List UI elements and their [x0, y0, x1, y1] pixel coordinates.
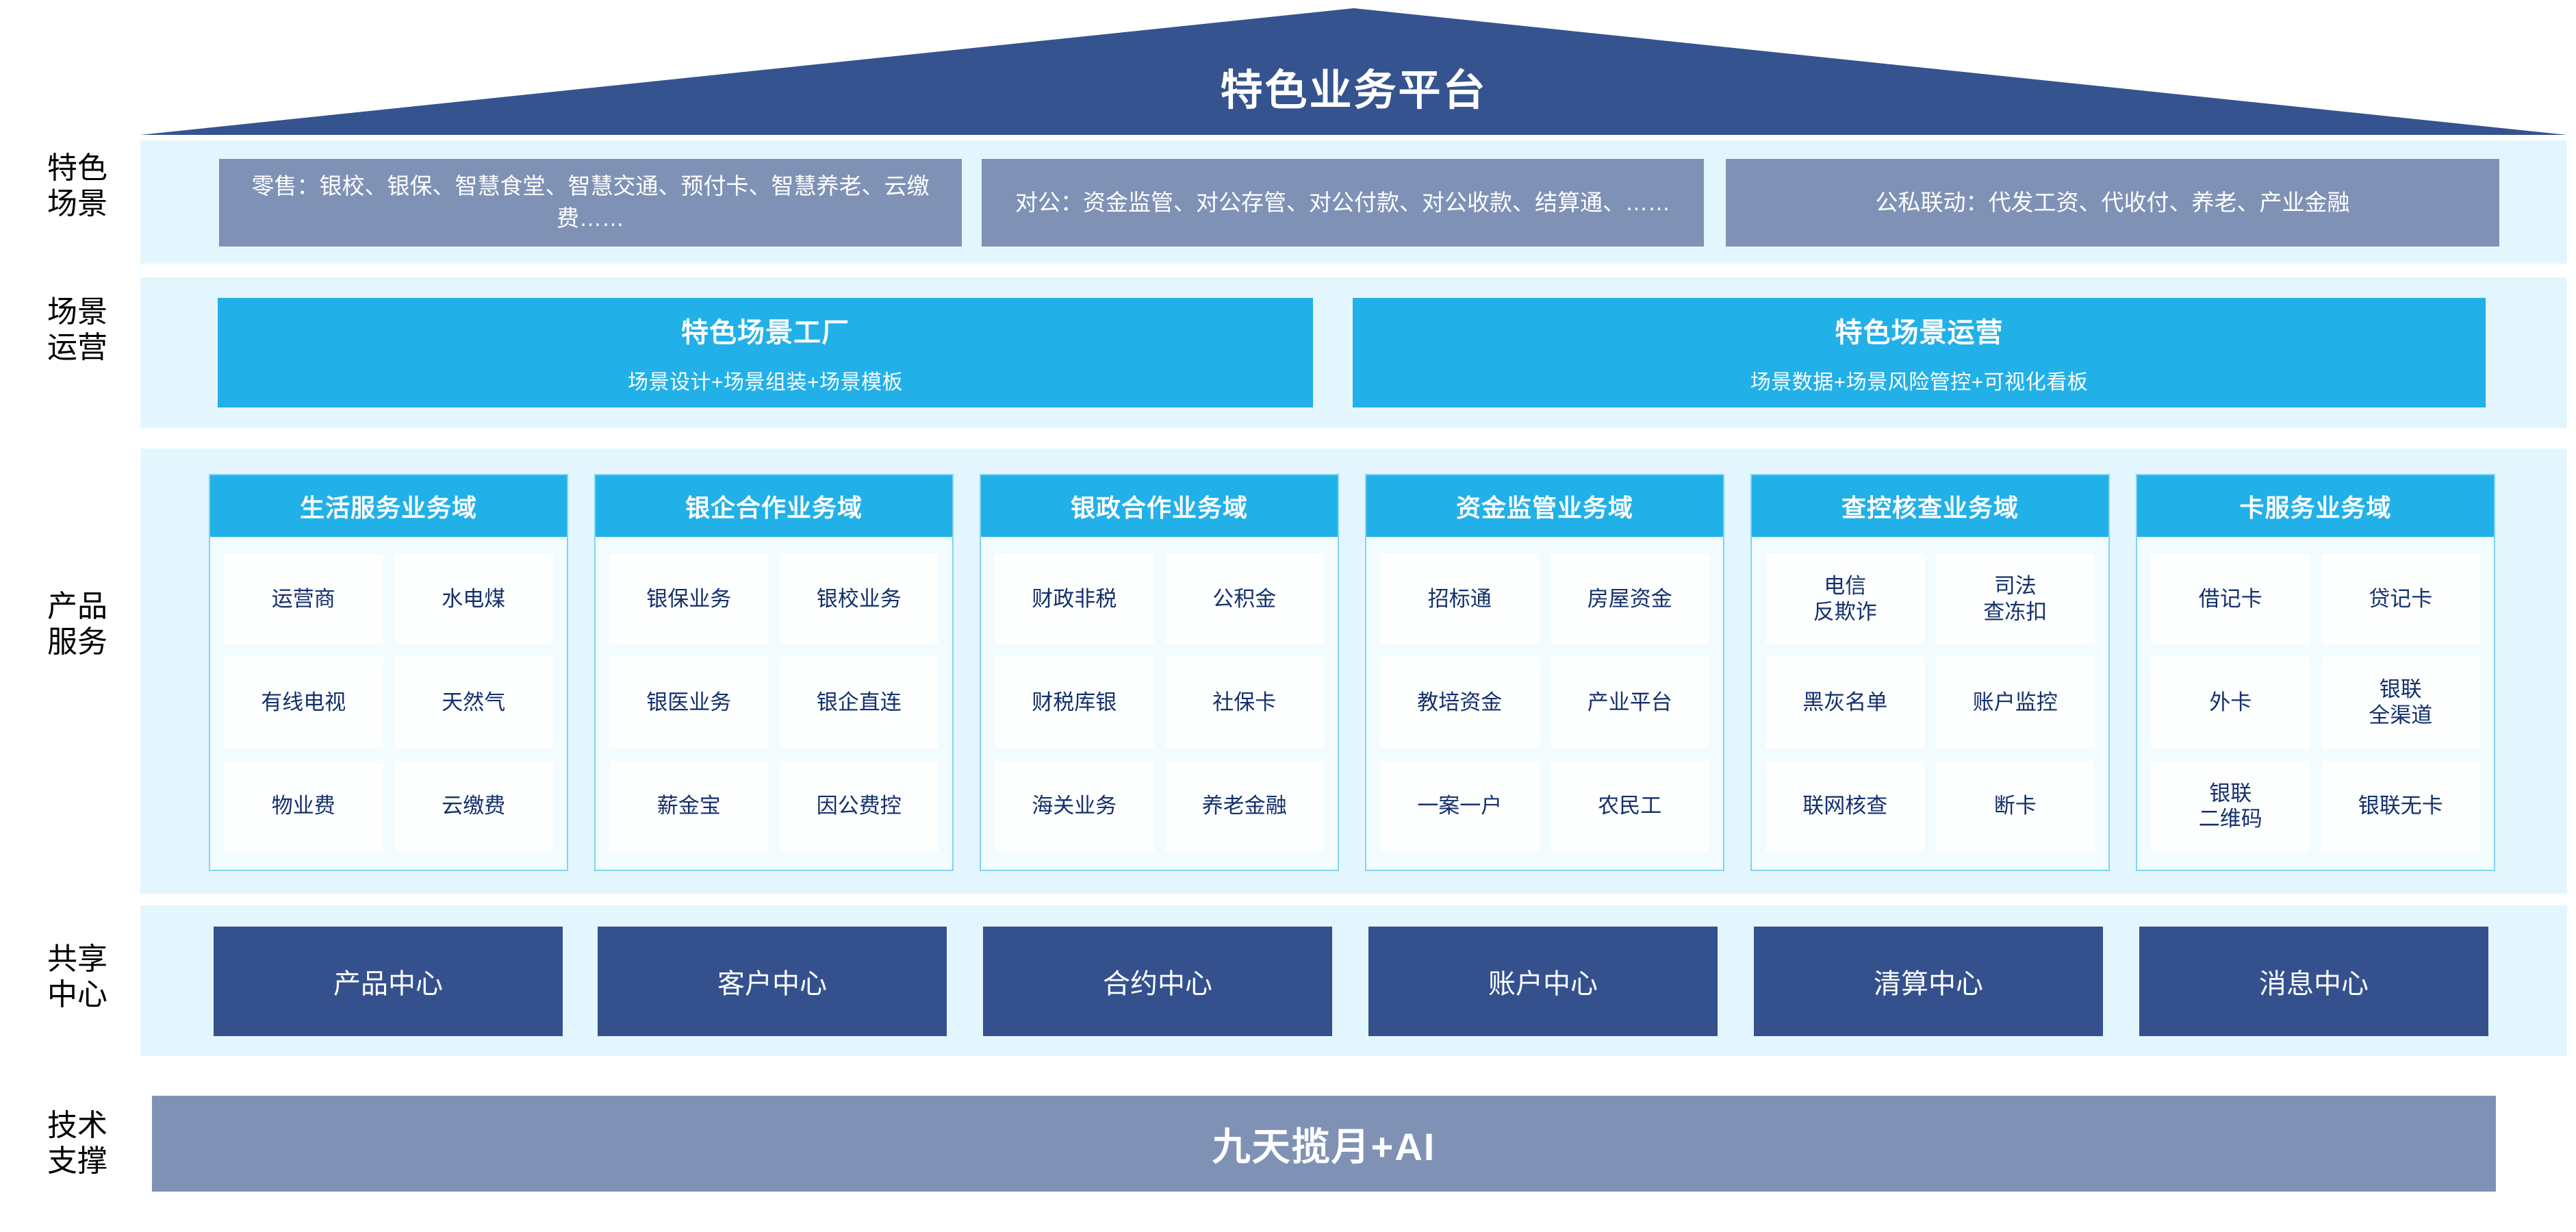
domain-cell[interactable]: 水电煤 — [394, 553, 553, 645]
scenario-box-linkage: 公私联动：代发工资、代收付、养老、产业金融 — [1726, 159, 2499, 247]
domain-cell[interactable]: 外卡 — [2151, 657, 2310, 749]
scenario-box-retail: 零售：银校、银保、智慧食堂、智慧交通、预付卡、智慧养老、云缴费…… — [219, 159, 962, 247]
domain-title-card-service: 卡服务业务域 — [2137, 475, 2494, 537]
shared-center-contract[interactable]: 合约中心 — [983, 927, 1332, 1036]
scenario-box-linkage-text: 公私联动：代发工资、代收付、养老、产业金融 — [1875, 189, 2350, 215]
domain-cell[interactable]: 运营商 — [224, 553, 383, 645]
page-title: 特色业务平台 — [1220, 67, 1488, 114]
operation-factory-title: 特色场景工厂 — [681, 318, 850, 348]
row-label-scenario: 特色 场景 — [47, 151, 107, 221]
domain-cell[interactable]: 银联 二维码 — [2151, 760, 2310, 852]
platform-roof-banner: 特色业务平台 — [140, 8, 2567, 135]
domain-cell[interactable]: 招标通 — [1380, 553, 1540, 645]
domain-cell[interactable]: 断卡 — [1935, 760, 2095, 852]
scenario-box-retail-text: 零售：银校、银保、智慧食堂、智慧交通、预付卡、智慧养老、云缴费…… — [251, 173, 930, 231]
shared-center-message[interactable]: 消息中心 — [2139, 927, 2488, 1036]
domain-title-bank-government: 银政合作业务域 — [981, 475, 1338, 537]
tech-support-bar: 九天揽月+AI — [152, 1096, 2496, 1192]
domain-cell[interactable]: 教培资金 — [1380, 657, 1540, 749]
operation-factory-subtitle: 场景设计+场景组装+场景模板 — [627, 371, 904, 394]
shared-center-account[interactable]: 账户中心 — [1368, 927, 1718, 1036]
domain-cell[interactable]: 黑灰名单 — [1765, 657, 1925, 749]
domain-column-card-service: 卡服务业务域 借记卡 贷记卡 外卡 银联 全渠道 银联 二维码 银联无卡 — [2136, 474, 2495, 871]
domain-cell[interactable]: 银保业务 — [609, 553, 769, 645]
domain-cell[interactable]: 产业平台 — [1550, 657, 1709, 749]
domain-cells-investigation: 电信 反欺诈 司法 查冻扣 黑灰名单 账户监控 联网核查 断卡 — [1752, 537, 2108, 870]
operation-operations-subtitle: 场景数据+场景风险管控+可视化看板 — [1750, 371, 2089, 394]
domain-cell[interactable]: 物业费 — [224, 760, 383, 852]
domain-cell[interactable]: 银联无卡 — [2321, 760, 2480, 852]
domain-cell[interactable]: 账户监控 — [1935, 657, 2095, 749]
domain-cell[interactable]: 天然气 — [394, 657, 553, 749]
domain-cell[interactable]: 银校业务 — [779, 553, 939, 645]
domain-column-fund-supervision: 资金监管业务域 招标通 房屋资金 教培资金 产业平台 一案一户 农民工 — [1365, 474, 1724, 871]
domain-cells-card-service: 借记卡 贷记卡 外卡 银联 全渠道 银联 二维码 银联无卡 — [2137, 537, 2494, 870]
domain-cell[interactable]: 司法 查冻扣 — [1935, 553, 2095, 645]
domain-cell[interactable]: 财税库银 — [995, 657, 1154, 749]
domain-cell[interactable]: 海关业务 — [995, 760, 1154, 852]
domain-cells-bank-government: 财政非税 公积金 财税库银 社保卡 海关业务 养老金融 — [981, 537, 1338, 870]
domain-cell[interactable]: 借记卡 — [2151, 553, 2310, 645]
domain-cell[interactable]: 银联 全渠道 — [2321, 657, 2480, 749]
operation-bar-operations: 特色场景运营 场景数据+场景风险管控+可视化看板 — [1353, 298, 2486, 407]
domain-cell[interactable]: 云缴费 — [394, 760, 553, 852]
domain-cell[interactable]: 一案一户 — [1380, 760, 1540, 852]
scenario-box-corporate: 对公：资金监管、对公存管、对公付款、对公收款、结算通、…… — [982, 159, 1704, 247]
domain-cell[interactable]: 有线电视 — [224, 657, 383, 749]
domain-column-bank-enterprise: 银企合作业务域 银保业务 银校业务 银医业务 银企直连 薪金宝 因公费控 — [594, 474, 954, 871]
domain-column-life-service: 生活服务业务域 运营商 水电煤 有线电视 天然气 物业费 云缴费 — [209, 474, 568, 871]
shared-center-settlement[interactable]: 清算中心 — [1754, 927, 2103, 1036]
domain-cells-bank-enterprise: 银保业务 银校业务 银医业务 银企直连 薪金宝 因公费控 — [596, 537, 952, 870]
scenario-box-corporate-text: 对公：资金监管、对公存管、对公付款、对公收款、结算通、…… — [1015, 189, 1670, 215]
domain-cell[interactable]: 薪金宝 — [609, 760, 769, 852]
domain-cell[interactable]: 养老金融 — [1164, 760, 1324, 852]
domain-cell[interactable]: 银企直连 — [779, 657, 939, 749]
shared-center-customer[interactable]: 客户中心 — [598, 927, 947, 1036]
domain-cell[interactable]: 社保卡 — [1164, 657, 1324, 749]
row-label-operation: 场景 运营 — [47, 295, 107, 364]
domain-cell[interactable]: 财政非税 — [995, 553, 1154, 645]
domain-cell[interactable]: 农民工 — [1550, 760, 1709, 852]
domain-column-bank-government: 银政合作业务域 财政非税 公积金 财税库银 社保卡 海关业务 养老金融 — [980, 474, 1339, 871]
domain-cell[interactable]: 联网核查 — [1765, 760, 1925, 852]
domain-title-fund-supervision: 资金监管业务域 — [1366, 475, 1723, 537]
shared-center-product[interactable]: 产品中心 — [214, 927, 563, 1036]
row-label-product: 产品 服务 — [47, 590, 107, 659]
domain-cells-life-service: 运营商 水电煤 有线电视 天然气 物业费 云缴费 — [210, 537, 567, 870]
row-label-tech: 技术 支撑 — [47, 1109, 107, 1178]
domain-title-investigation: 查控核查业务域 — [1752, 475, 2108, 537]
domain-title-life-service: 生活服务业务域 — [210, 475, 567, 537]
operation-operations-title: 特色场景运营 — [1835, 318, 2004, 348]
domain-cells-fund-supervision: 招标通 房屋资金 教培资金 产业平台 一案一户 农民工 — [1366, 537, 1723, 870]
domain-title-bank-enterprise: 银企合作业务域 — [596, 475, 952, 537]
domain-cell[interactable]: 公积金 — [1164, 553, 1324, 645]
operation-bar-factory: 特色场景工厂 场景设计+场景组装+场景模板 — [218, 298, 1313, 407]
row-label-shared: 共享 中心 — [47, 942, 107, 1011]
domain-cell[interactable]: 因公费控 — [779, 760, 939, 852]
domain-column-investigation: 查控核查业务域 电信 反欺诈 司法 查冻扣 黑灰名单 账户监控 联网核查 断卡 — [1750, 474, 2110, 871]
domain-cell[interactable]: 银医业务 — [609, 657, 769, 749]
domain-cell[interactable]: 房屋资金 — [1550, 553, 1709, 645]
domain-cell[interactable]: 电信 反欺诈 — [1765, 553, 1925, 645]
domain-cell[interactable]: 贷记卡 — [2321, 553, 2480, 645]
